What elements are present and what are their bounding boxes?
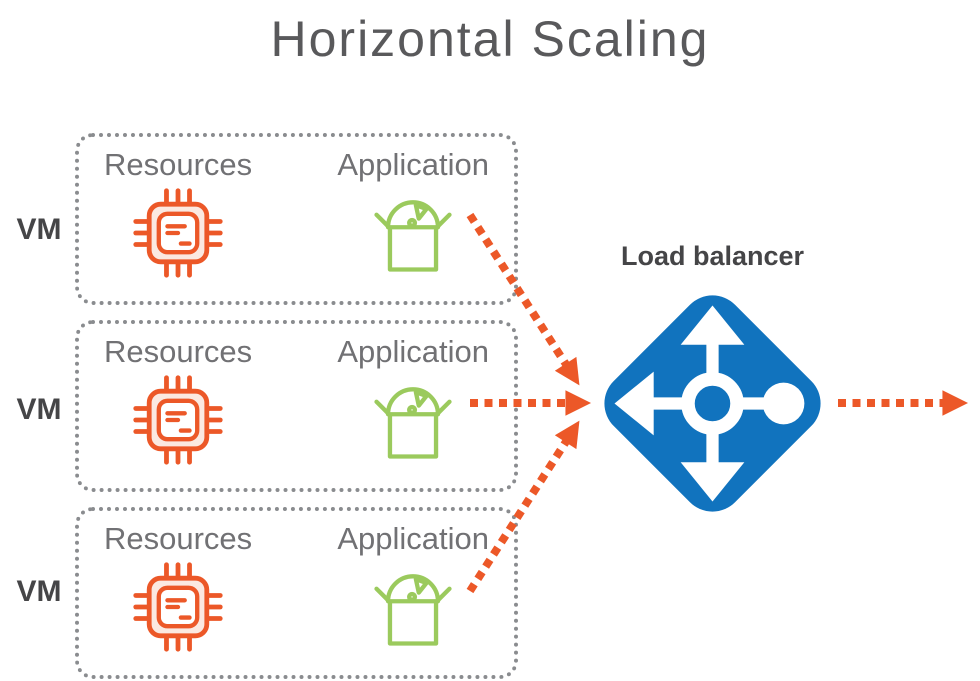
vm-label-1: VM	[16, 213, 62, 246]
application-label: Application	[337, 147, 489, 182]
resources-label: Resources	[104, 521, 253, 556]
vm-box-1: Resources Application	[75, 133, 518, 305]
cpu-chip-icon	[133, 188, 223, 278]
application-column: Application	[337, 519, 489, 675]
vm-box-2: Resources Application	[75, 320, 518, 492]
cpu-chip-icon	[133, 562, 223, 652]
vm-box-3: Resources Application	[75, 507, 518, 679]
resources-label: Resources	[104, 147, 253, 182]
cpu-chip-icon	[133, 375, 223, 465]
application-label: Application	[337, 521, 489, 556]
vm-label-2: VM	[16, 393, 62, 426]
application-box-icon	[374, 387, 452, 459]
application-box-icon	[374, 574, 452, 646]
application-column: Application	[337, 332, 489, 488]
vm-label-3: VM	[16, 575, 62, 608]
load-balancer-label: Load balancer	[620, 241, 805, 271]
resources-label: Resources	[104, 334, 253, 369]
load-balancer-icon	[604, 295, 821, 512]
application-box-icon	[374, 200, 452, 272]
application-label: Application	[337, 334, 489, 369]
resources-column: Resources	[104, 519, 252, 675]
resources-column: Resources	[104, 145, 252, 301]
resources-column: Resources	[104, 332, 252, 488]
diagram-title: Horizontal Scaling	[270, 11, 710, 67]
application-column: Application	[337, 145, 489, 301]
